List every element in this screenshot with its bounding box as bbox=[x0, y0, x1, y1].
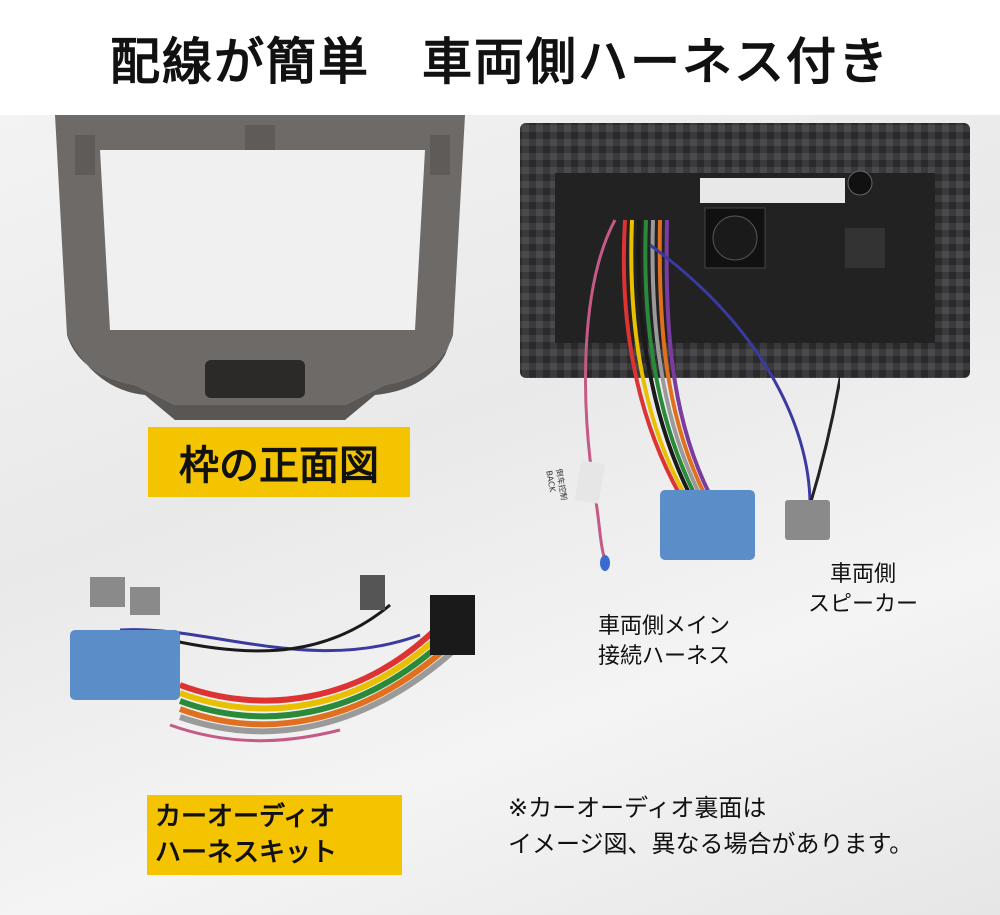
speaker-caption-line-1: 車両側 bbox=[830, 562, 897, 587]
harness-kit-illustration bbox=[70, 575, 475, 743]
note-line-1: ※カーオーディオ裏面は bbox=[508, 794, 767, 822]
page-title: 配線が簡単 車両側ハーネス付き bbox=[110, 33, 890, 91]
main-caption-line-2: 接続ハーネス bbox=[598, 644, 731, 669]
note-line-2: イメージ図、異なる場合があります。 bbox=[508, 830, 914, 858]
kit-label-line-2: ハーネスキット bbox=[155, 838, 338, 868]
disclaimer-note: ※カーオーディオ裏面は イメージ図、異なる場合があります。 bbox=[508, 790, 913, 862]
frame-front-view-label: 枠の正面図 bbox=[148, 427, 410, 497]
frame-illustration bbox=[55, 115, 465, 420]
main-harness-caption: 車両側メイン 接続ハーネス bbox=[598, 612, 730, 672]
vehicle-speaker-caption: 車両側 スピーカー bbox=[808, 560, 918, 620]
kit-label-line-1: カーオーディオ bbox=[155, 802, 336, 832]
main-harness-illustration bbox=[574, 219, 840, 571]
speaker-caption-line-2: スピーカー bbox=[808, 592, 919, 617]
harness-kit-label: カーオーディオ ハーネスキット bbox=[147, 795, 402, 875]
main-caption-line-1: 車両側メイン bbox=[598, 614, 731, 639]
